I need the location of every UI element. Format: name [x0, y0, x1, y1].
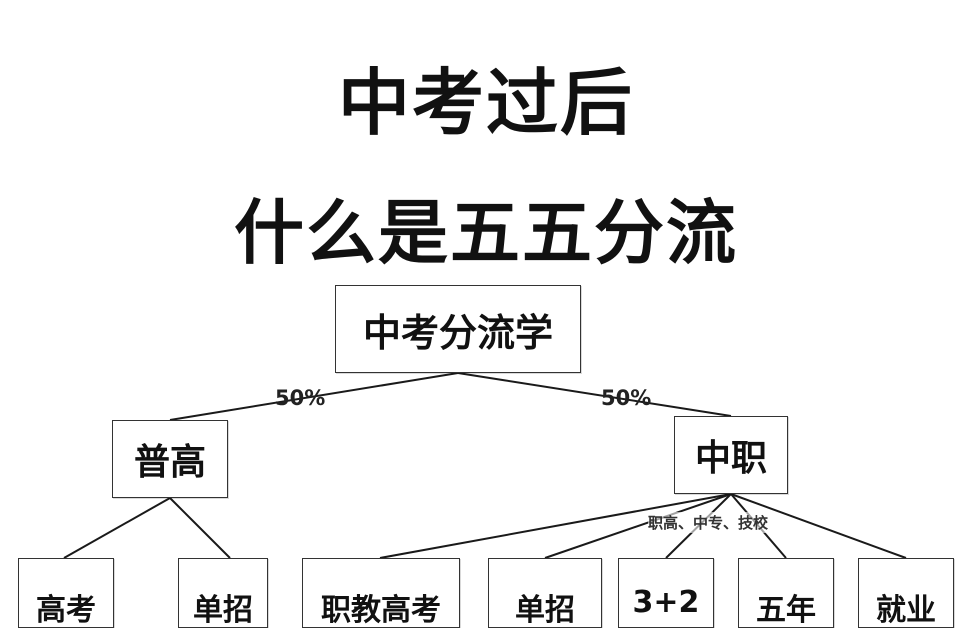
leaf-gaokao: 高考: [18, 558, 114, 628]
putong-gaozhong-node: 普高: [112, 420, 228, 498]
edge-root-zhongzhi: [457, 372, 732, 417]
left-branch-percent: 50%: [275, 386, 326, 410]
edge-zhongzhi-zhijiao: [379, 493, 732, 559]
leaf-wunian: 五年: [738, 558, 834, 628]
title-line-2: 什么是五五分流: [234, 192, 738, 274]
edge-putong-gaokao: [63, 497, 171, 559]
edge-zhongzhi-danzhao: [544, 493, 732, 559]
edge-putong-danzhao: [169, 497, 231, 559]
root-node: 中考分流学: [335, 285, 581, 373]
leaf-3plus2: 3+2: [618, 558, 714, 628]
leaf-jiuye: 就业: [858, 558, 954, 628]
zhongzhi-school-types-note: 职高、中专、技校: [648, 512, 769, 533]
leaf-danzhao-putong: 单招: [178, 558, 268, 628]
title-line-1: 中考过后: [337, 61, 634, 145]
leaf-zhijiao-gaokao: 职教高考: [302, 558, 460, 628]
zhongzhi-node: 中职: [674, 416, 788, 494]
right-branch-percent: 50%: [601, 386, 652, 410]
edge-root-putong: [169, 372, 459, 421]
leaf-danzhao-zhongzhi: 单招: [488, 558, 602, 628]
edge-zhongzhi-jiuye: [730, 493, 907, 559]
